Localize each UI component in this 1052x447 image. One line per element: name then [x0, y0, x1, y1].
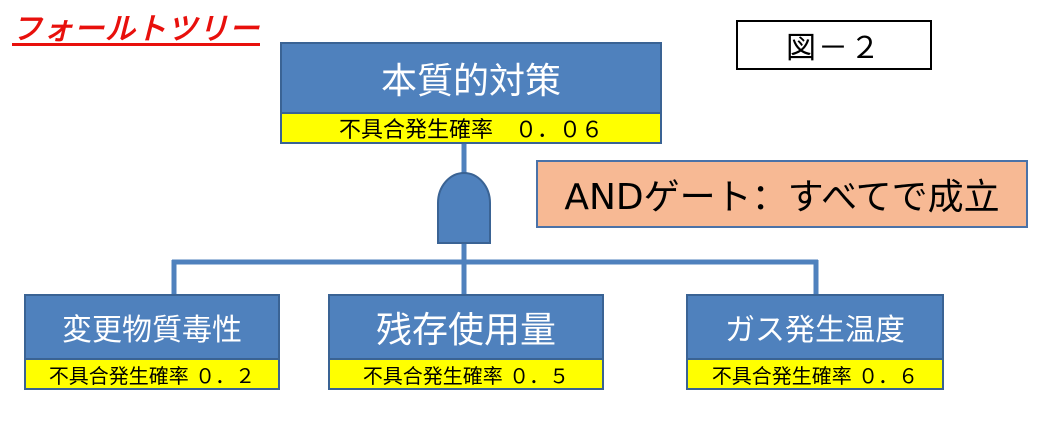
basic-event-label: 変更物質毒性 — [24, 294, 280, 360]
top-event: 本質的対策 不具合発生確率 ０．０６ — [280, 42, 662, 144]
basic-event-probability: 不具合発生確率 ０．２ — [24, 358, 280, 390]
gate-note: ANDゲート：すべてで成立 — [536, 160, 1028, 228]
diagram-title: フォールトツリー — [12, 12, 260, 47]
basic-event-1: 変更物質毒性 不具合発生確率 ０．２ — [24, 294, 280, 390]
top-event-probability: 不具合発生確率 ０．０６ — [280, 112, 662, 144]
top-event-label: 本質的対策 — [280, 42, 662, 114]
basic-event-label: ガス発生温度 — [686, 294, 944, 360]
figure-label: 図－２ — [736, 20, 932, 70]
basic-event-probability: 不具合発生確率 ０．５ — [328, 358, 604, 390]
and-gate-icon — [437, 172, 491, 244]
basic-event-3: ガス発生温度 不具合発生確率 ０．６ — [686, 294, 944, 390]
basic-event-2: 残存使用量 不具合発生確率 ０．５ — [328, 294, 604, 392]
basic-event-label: 残存使用量 — [328, 294, 604, 360]
basic-event-probability: 不具合発生確率 ０．６ — [686, 358, 944, 390]
